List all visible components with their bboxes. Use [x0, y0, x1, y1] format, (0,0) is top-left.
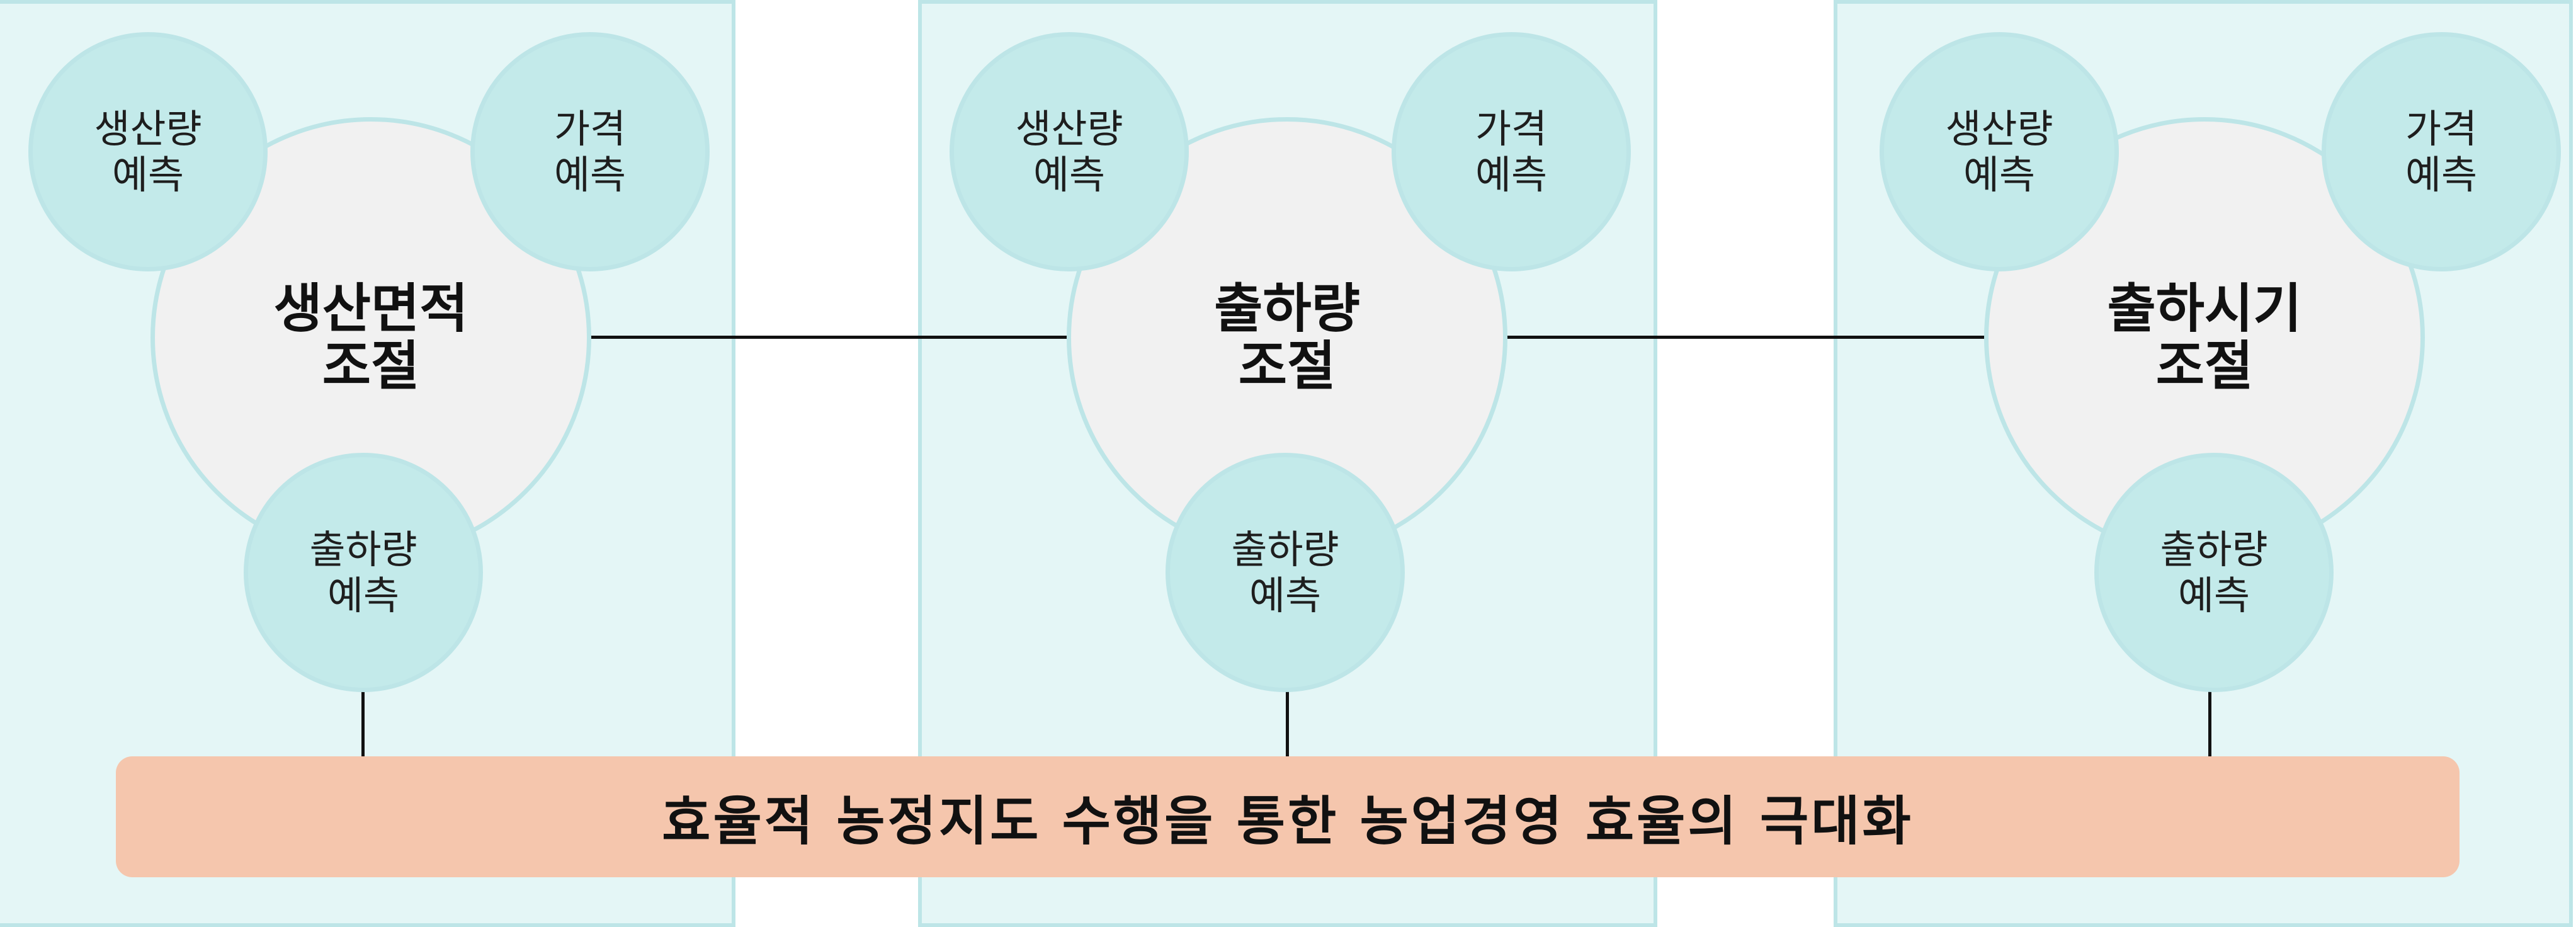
sub-circle-shipment-forecast-2: 출하량 예측 — [1166, 453, 1405, 692]
sub-circle-label: 가격 예측 — [1475, 105, 1548, 198]
sub-circle-price-forecast-2: 가격 예측 — [1392, 32, 1631, 271]
sub-circle-label: 가격 예측 — [553, 105, 627, 198]
sub-circle-price-forecast-3: 가격 예측 — [2322, 32, 2561, 271]
sub-circle-label: 생산량 예측 — [94, 105, 202, 198]
sub-circle-label: 출하량 예측 — [2160, 526, 2268, 618]
connector-main-2-3 — [1505, 336, 1985, 339]
sub-circle-production-forecast-3: 생산량 예측 — [1880, 32, 2119, 271]
sub-circle-price-forecast-1: 가격 예측 — [470, 32, 710, 271]
connector-bottom-3-goal — [2208, 691, 2211, 758]
goal-label: 효율적 농정지도 수행을 통한 농업경영 효율의 극대화 — [662, 790, 1914, 852]
sub-circle-production-forecast-2: 생산량 예측 — [950, 32, 1189, 271]
connector-main-1-2 — [589, 336, 1068, 339]
connector-bottom-1-goal — [361, 691, 365, 758]
sub-circle-label: 출하량 예측 — [309, 526, 417, 618]
sub-circle-label: 출하량 예측 — [1231, 526, 1339, 618]
sub-circle-shipment-forecast-3: 출하량 예측 — [2094, 453, 2334, 692]
main-circle-label: 출하량 조절 — [1214, 278, 1360, 397]
sub-circle-label: 생산량 예측 — [1015, 105, 1123, 198]
sub-circle-label: 생산량 예측 — [1945, 105, 2053, 198]
sub-circle-production-forecast-1: 생산량 예측 — [28, 32, 268, 271]
sub-circle-label: 가격 예측 — [2405, 105, 2478, 198]
sub-circle-shipment-forecast-1: 출하량 예측 — [244, 453, 483, 692]
main-circle-label: 출하시기 조절 — [2107, 278, 2302, 397]
goal-bar: 효율적 농정지도 수행을 통한 농업경영 효율의 극대화 — [116, 756, 2460, 877]
main-circle-label: 생산면적 조절 — [273, 278, 468, 397]
connector-bottom-2-goal — [1286, 691, 1289, 758]
